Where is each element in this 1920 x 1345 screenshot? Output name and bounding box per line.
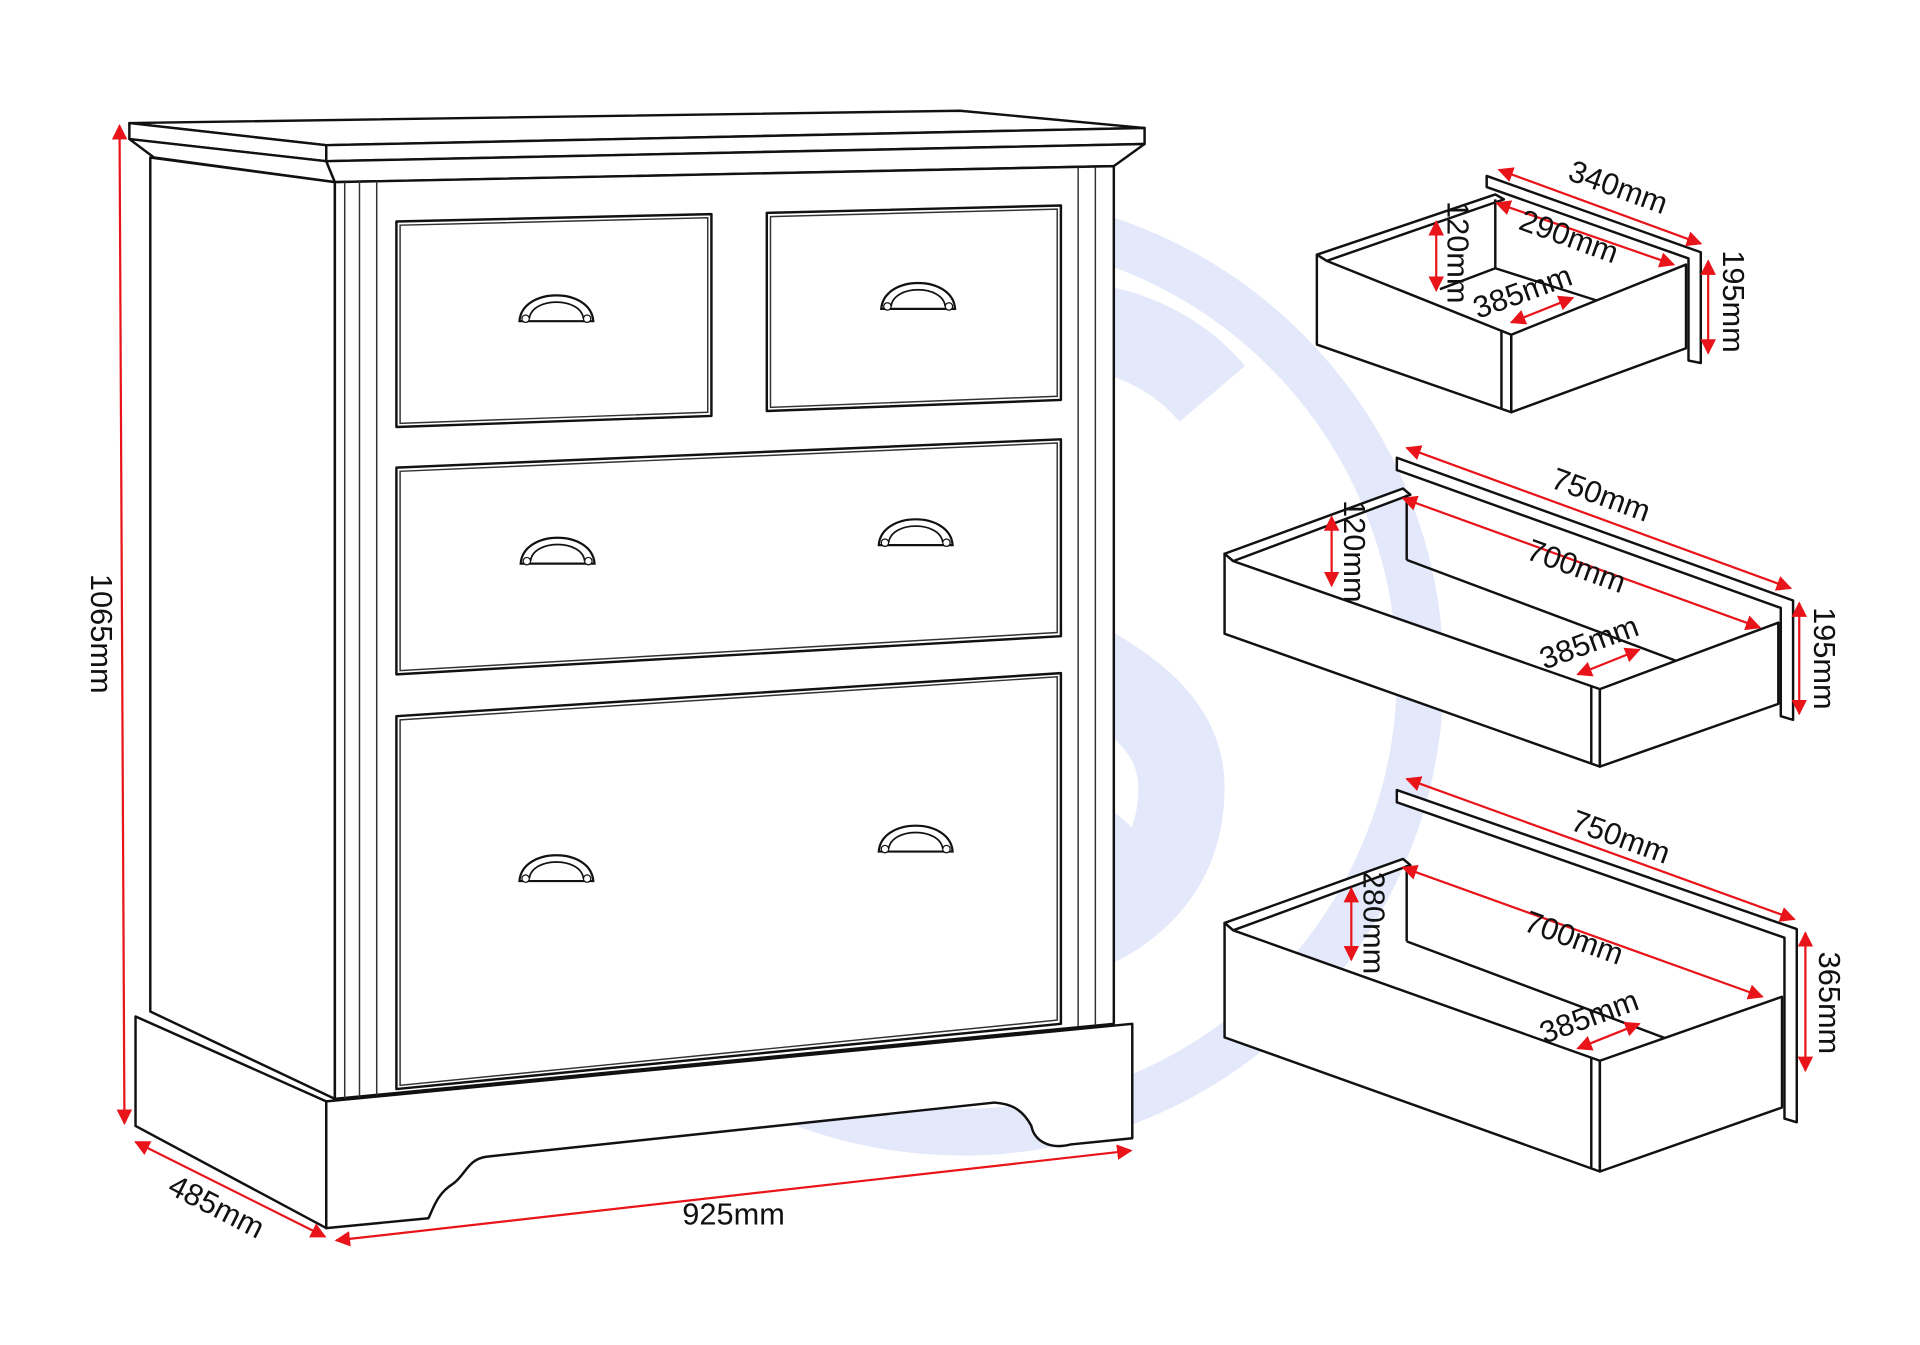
drawer-1-front-height-label: 195mm (1716, 250, 1751, 353)
drawer-3-front-height-label: 365mm (1812, 952, 1847, 1055)
drawer-2-front-height-label: 195mm (1807, 607, 1842, 710)
large-drawer-diagram: 750mm 700mm 280mm 385mm 365mm (1223, 776, 1847, 1173)
drawer-1-inner-height-label: 120mm (1440, 201, 1475, 304)
cup-handle-icon (519, 536, 596, 566)
drawer-front-bottom (395, 671, 1063, 1091)
width-dimension-arrow (334, 1144, 1133, 1247)
cup-handle-icon (877, 518, 954, 547)
drawer-3-inner-height-label: 280mm (1357, 872, 1392, 975)
middle-drawer-diagram: 750mm 700mm 120mm 385mm 195mm (1223, 445, 1842, 768)
drawer-3-inner-width-label: 700mm (1520, 904, 1628, 972)
chest-side-panel (149, 156, 337, 1101)
cup-handle-icon (880, 281, 957, 311)
drawer-2-depth-label: 385mm (1535, 608, 1643, 676)
chest-of-drawers (128, 109, 1146, 1230)
cup-handle-icon (518, 281, 957, 883)
chest-dimensions: 1065mm 485mm 925mm (84, 123, 1133, 1247)
cup-handle-icon (518, 854, 595, 883)
drawer-front-middle (395, 438, 1063, 676)
drawer-3-depth-label: 385mm (1535, 982, 1643, 1050)
height-dimension-arrow (111, 123, 133, 1126)
width-label: 925mm (682, 1196, 785, 1231)
small-drawer-diagram: 340mm 290mm 120mm 385mm 195mm (1315, 153, 1751, 414)
depth-dimension-arrow (134, 1140, 327, 1238)
cup-handle-icon (877, 824, 954, 854)
cup-handle-icon (518, 294, 595, 324)
height-label: 1065mm (84, 574, 119, 694)
drawer-2-inner-height-label: 120mm (1337, 500, 1372, 603)
